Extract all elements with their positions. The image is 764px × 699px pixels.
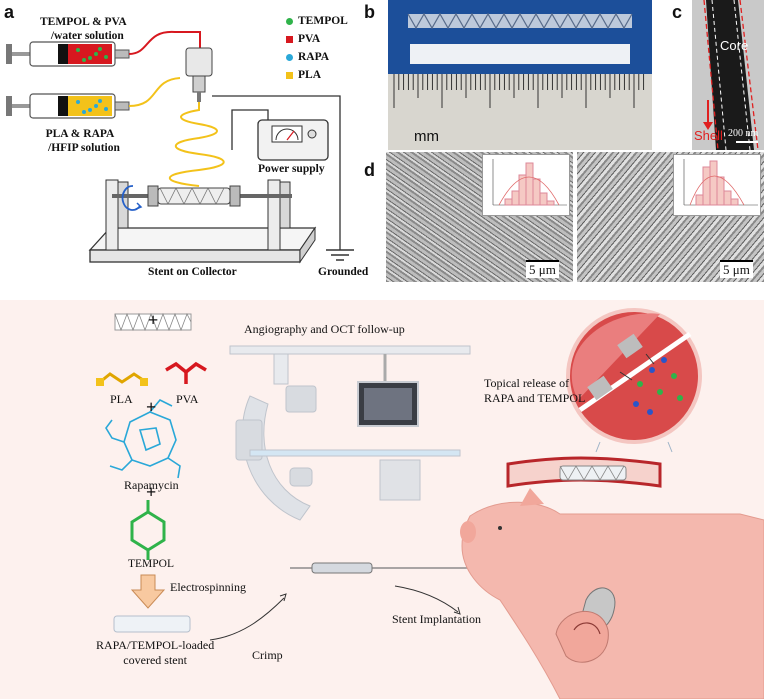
histogram-right <box>673 154 761 216</box>
tempol-structure <box>130 500 166 560</box>
syringe-tempol-pva <box>6 41 130 67</box>
tempol-label: TEMPOL <box>128 558 174 570</box>
plus-2: + <box>146 397 157 417</box>
legend-rapa: RAPA <box>286 51 329 63</box>
panel-a: a TEMPOL & PVA /water solution PLA & RAP… <box>0 0 380 290</box>
sem-scale-left: 5 μm <box>526 260 559 278</box>
pva-label: PVA <box>176 392 199 406</box>
power-supply-label: Power supply <box>258 163 325 175</box>
pla-label: PLA <box>110 392 133 406</box>
angiography-machine <box>229 345 471 521</box>
implant-arrow <box>394 585 459 613</box>
panel-label-b-outer: b <box>364 2 375 22</box>
rapamycin-structure <box>105 399 181 479</box>
legend-tempol: TEMPOL <box>286 15 348 27</box>
pig-illustration <box>460 488 764 699</box>
panel-label-a: a <box>4 2 15 22</box>
panel-label-d: d <box>364 160 375 180</box>
electrospinning-label: Electrospinning <box>170 580 246 594</box>
covered-stent <box>113 615 191 633</box>
pva-structure <box>165 361 207 384</box>
crimp-label: Crimp <box>252 648 283 662</box>
tem-scale-label: 200 nm <box>728 128 759 139</box>
electrospinning-apparatus <box>6 30 354 264</box>
pva-marker-icon <box>286 35 293 43</box>
panel-e-artwork <box>96 308 764 699</box>
crimped-stent <box>311 562 373 574</box>
legend-pla: PLA <box>286 69 321 81</box>
tem-fiber <box>703 0 759 150</box>
angiography-label: Angiography and OCT follow-up <box>244 322 405 336</box>
electrospinning-arrow <box>130 574 166 609</box>
collector-label: Stent on Collector <box>148 266 237 278</box>
plus-3: + <box>146 482 157 502</box>
pla-structure <box>96 372 148 386</box>
histogram-left <box>482 154 570 216</box>
blood-vessel <box>506 456 662 488</box>
rapamycin-label: Rapamycin <box>124 478 179 492</box>
panel-b: b mm <box>388 0 652 150</box>
sem-scale-right: 5 μm <box>720 260 753 278</box>
ruler-unit-label: mm <box>414 128 439 145</box>
core-label: Core <box>720 38 749 53</box>
panel-d: 5 μm 5 μm <box>386 152 764 282</box>
release-label: Topical release of RAPA and TEMPOL <box>484 376 586 405</box>
monitor <box>357 354 419 427</box>
panel-c: Core Shell 200 nm <box>692 0 764 150</box>
panel-e: + + PLA PVA + Rapamycin + TEMPOL Electro… <box>0 300 764 699</box>
syringe-pla-rapa <box>6 93 130 119</box>
grounded-label: Grounded <box>318 266 369 278</box>
plus-1: + <box>148 310 159 330</box>
shell-label: Shell <box>694 128 723 143</box>
syringe1-label: TEMPOL & PVA /water solution <box>40 16 127 42</box>
crimp-arrow <box>209 597 285 641</box>
legend-pva: PVA <box>286 33 320 45</box>
tempol-marker-icon <box>286 17 293 25</box>
magnified-view <box>566 308 702 453</box>
collector-frame <box>88 179 317 264</box>
panel-label-c: c <box>672 2 683 22</box>
syringe2-label: PLA & RAPA /HFIP solution <box>45 128 120 154</box>
implant-label: Stent Implantation <box>392 612 481 626</box>
power-supply-box <box>257 119 329 161</box>
fiber-jet <box>168 102 225 187</box>
covered-stent-label: RAPA/TEMPOL-loaded covered stent <box>96 638 215 667</box>
ruler-ticks <box>393 74 645 108</box>
rapa-marker-icon <box>286 53 293 61</box>
pla-marker-icon <box>286 71 293 79</box>
bare-stent <box>114 312 192 332</box>
